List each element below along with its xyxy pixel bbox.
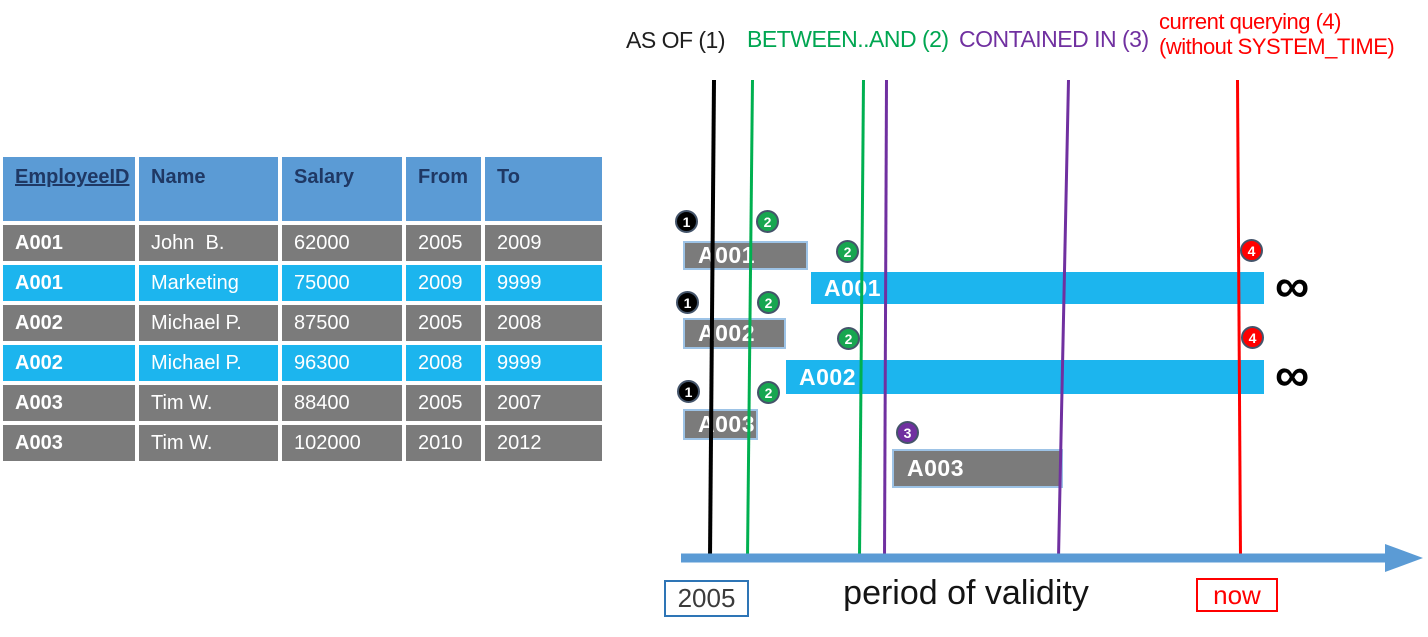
- query-line-now: [1235, 79, 1242, 559]
- bar-label: A001: [685, 242, 755, 269]
- table-cell-r1c4: 2005: [406, 225, 481, 261]
- table-cell-r5c2: Tim W.: [139, 385, 278, 421]
- timeline-axis-arrow: [681, 544, 1423, 572]
- circled-number-2-marker-5: 2: [757, 291, 780, 314]
- table-cell-r3c2: Michael P.: [139, 305, 278, 341]
- bar-label: A003: [894, 455, 964, 482]
- circled-number-4-marker-10: 4: [1240, 239, 1263, 262]
- bar-label-text: A003: [698, 411, 755, 437]
- bar-label: A002: [786, 364, 856, 391]
- bar-label: A003: [685, 411, 755, 438]
- table-cell-r1c2: John B.: [139, 225, 278, 261]
- legend-current-querying-line1: current querying (4): [1159, 9, 1341, 34]
- table-cell-r3c5: 2008: [485, 305, 602, 341]
- table-cell-r4c2: Michael P.: [139, 345, 278, 381]
- validity-bar-a001-2: A001 ∞: [811, 263, 1309, 311]
- legend-contained-in-label: CONTAINED IN (3): [959, 26, 1149, 52]
- legend-current-querying-line2: (without SYSTEM_TIME): [1159, 34, 1395, 59]
- table-cell-r6c4: 2010: [406, 425, 481, 461]
- table-cell-r1c3: 62000: [282, 225, 402, 261]
- circled-number-2-marker-2: 2: [756, 210, 779, 233]
- validity-bar-a003-6: A003: [892, 449, 1063, 488]
- table-cell-r5c4: 2005: [406, 385, 481, 421]
- table-header-name: Name: [139, 157, 278, 221]
- table-cell-r2c2: Marketing: [139, 265, 278, 301]
- table-cell-r6c2: Tim W.: [139, 425, 278, 461]
- table-cell-r2c1: A001: [3, 265, 135, 301]
- bar-label-text: A001: [824, 274, 881, 301]
- bar-label-text: A001: [698, 242, 755, 268]
- bar-label-text: A002: [799, 363, 856, 390]
- query-line-contained-start: [882, 79, 888, 559]
- table-cell-r3c1: A002: [3, 305, 135, 341]
- circled-number-4-marker-11: 4: [1241, 326, 1264, 349]
- table-cell-r5c5: 2007: [485, 385, 602, 421]
- table-header-from: From: [406, 157, 481, 221]
- validity-bar-a003-5: A003: [683, 409, 758, 440]
- axis-now-box: now: [1196, 578, 1278, 612]
- table-cell-r4c1: A002: [3, 345, 135, 381]
- circled-number-2-marker-6: 2: [837, 327, 860, 350]
- table-cell-r4c3: 96300: [282, 345, 402, 381]
- table-cell-r6c3: 102000: [282, 425, 402, 461]
- table-header-to: To: [485, 157, 602, 221]
- infinity-symbol: ∞: [1275, 260, 1310, 314]
- validity-bar-a002-3: A002: [683, 318, 786, 349]
- table-cell-r4c5: 9999: [485, 345, 602, 381]
- axis-start-year-label: 2005: [677, 583, 736, 613]
- table-cell-r3c3: 87500: [282, 305, 402, 341]
- table-cell-r4c4: 2008: [406, 345, 481, 381]
- table-cell-r2c3: 75000: [282, 265, 402, 301]
- table-cell-r1c1: A001: [3, 225, 135, 261]
- bar-label-text: A003: [907, 455, 964, 481]
- axis-title: period of validity: [843, 574, 1089, 612]
- table-cell-r1c5: 2009: [485, 225, 602, 261]
- table-cell-r6c5: 2012: [485, 425, 602, 461]
- query-line-between-end: [857, 79, 865, 558]
- axis-start-year-box: 2005: [664, 580, 749, 617]
- table-cell-r3c4: 2005: [406, 305, 481, 341]
- circled-number-2-marker-8: 2: [757, 381, 780, 404]
- circled-number-1-marker-4: 1: [676, 291, 699, 314]
- table-cell-r5c1: A003: [3, 385, 135, 421]
- circled-number-1-marker-1: 1: [675, 210, 698, 233]
- axis-now-label: now: [1213, 579, 1261, 610]
- validity-bar-a002-4: A002 ∞: [786, 352, 1309, 400]
- table-cell-r2c5: 9999: [485, 265, 602, 301]
- table-cell-r6c1: A003: [3, 425, 135, 461]
- table-cell-r5c3: 88400: [282, 385, 402, 421]
- circled-number-2-marker-3: 2: [836, 240, 859, 263]
- legend-current-querying-label: current querying (4) (without SYSTEM_TIM…: [1159, 9, 1395, 59]
- bar-label: A001: [811, 275, 881, 302]
- bar-label-text: A002: [698, 320, 755, 346]
- table-cell-r2c4: 2009: [406, 265, 481, 301]
- infinity-symbol: ∞: [1275, 349, 1310, 403]
- bar-label: A002: [685, 320, 755, 347]
- circled-number-3-marker-9: 3: [896, 421, 919, 444]
- validity-bar-a001-1: A001: [683, 241, 808, 270]
- table-header-employeeid: EmployeeID: [3, 157, 135, 221]
- legend-between-and-label: BETWEEN..AND (2): [747, 26, 949, 52]
- circled-number-1-marker-7: 1: [677, 380, 700, 403]
- table-header-salary: Salary: [282, 157, 402, 221]
- legend-as-of-label: AS OF (1): [626, 27, 726, 53]
